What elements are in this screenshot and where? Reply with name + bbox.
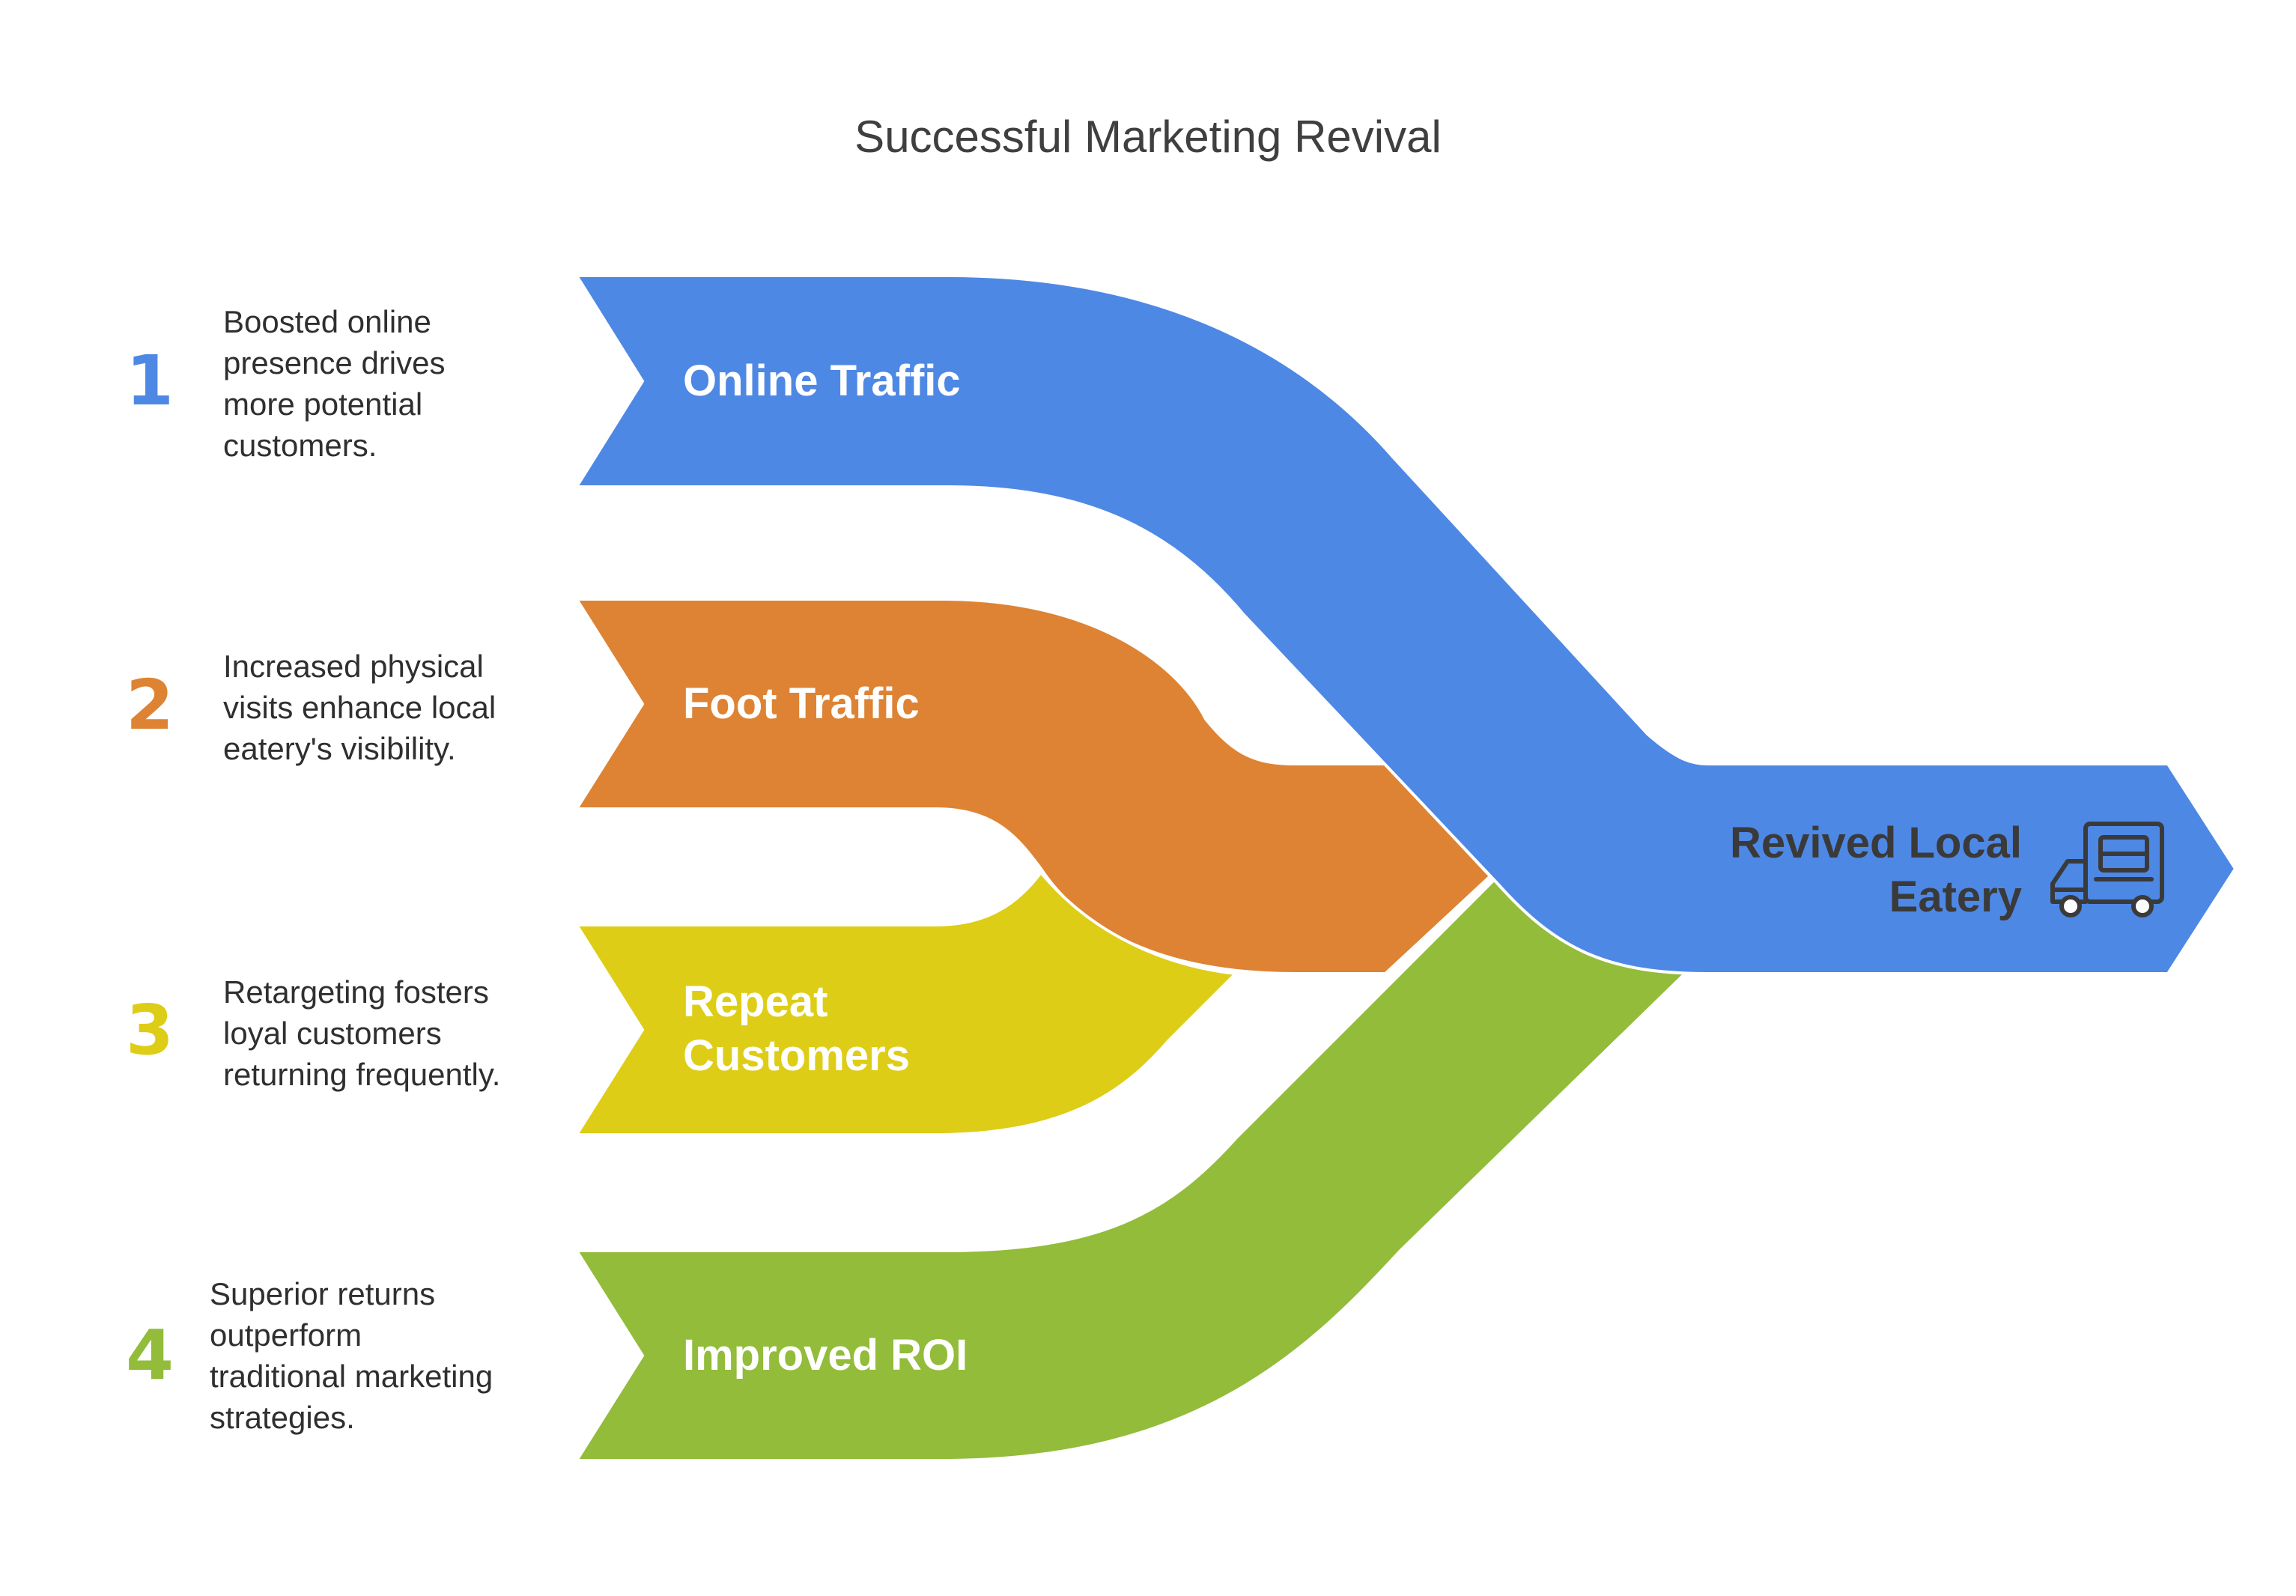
step-1-desc-line-2: presence drives (223, 345, 446, 380)
outcome-label-line-2: Eatery (1889, 873, 2022, 921)
step-description-3: Retargeting fosters loyal customers retu… (223, 971, 560, 1095)
step-1-desc-line-4: customers. (223, 428, 377, 463)
food-truck-icon (2050, 822, 2164, 917)
band-label-online-traffic: Online Traffic (683, 356, 961, 405)
step-description-1: Boosted online presence drives more pote… (223, 301, 560, 466)
band-label-repeat-customers: Repeat Customers (683, 975, 910, 1083)
repeat-customers-line-1: Repeat (683, 977, 828, 1026)
step-3-desc-line-3: returning frequently. (223, 1057, 501, 1092)
step-description-4: Superior returns outperform traditional … (210, 1273, 547, 1438)
step-3-desc-line-1: Retargeting fosters (223, 974, 489, 1010)
flow-band-repeat-customers (574, 870, 1239, 1136)
step-description-2: Increased physical visits enhance local … (223, 646, 560, 769)
flow-band-improved-roi (574, 867, 1688, 1462)
step-1-desc-line-3: more potential (223, 386, 423, 422)
step-4-desc-line-1: Superior returns (210, 1276, 436, 1311)
step-1-desc-line-1: Boosted online (223, 304, 431, 339)
repeat-customers-line-2: Customers (683, 1031, 910, 1080)
step-number-3: 3 (125, 990, 174, 1070)
step-2-desc-line-1: Increased physical (223, 649, 484, 684)
step-4-desc-line-2: outperform (210, 1317, 362, 1353)
flow-band-online-traffic (574, 274, 2238, 975)
step-number-2: 2 (125, 665, 174, 745)
step-3-desc-line-2: loyal customers (223, 1016, 442, 1051)
step-4-desc-line-4: strategies. (210, 1400, 355, 1435)
step-number-4: 4 (125, 1315, 174, 1395)
outcome-label-line-1: Revived Local (1729, 819, 2022, 867)
band-label-foot-traffic: Foot Traffic (683, 679, 920, 728)
band-label-improved-roi: Improved ROI (683, 1331, 968, 1380)
step-2-desc-line-3: eatery's visibility. (223, 731, 456, 766)
flow-band-foot-traffic (574, 598, 1492, 975)
diagram-title: Successful Marketing Revival (854, 112, 1442, 162)
step-2-desc-line-2: visits enhance local (223, 690, 496, 725)
step-4-desc-line-3: traditional marketing (210, 1359, 493, 1394)
step-number-1: 1 (125, 341, 174, 421)
outcome-label: Revived Local Eatery (1647, 816, 2022, 924)
